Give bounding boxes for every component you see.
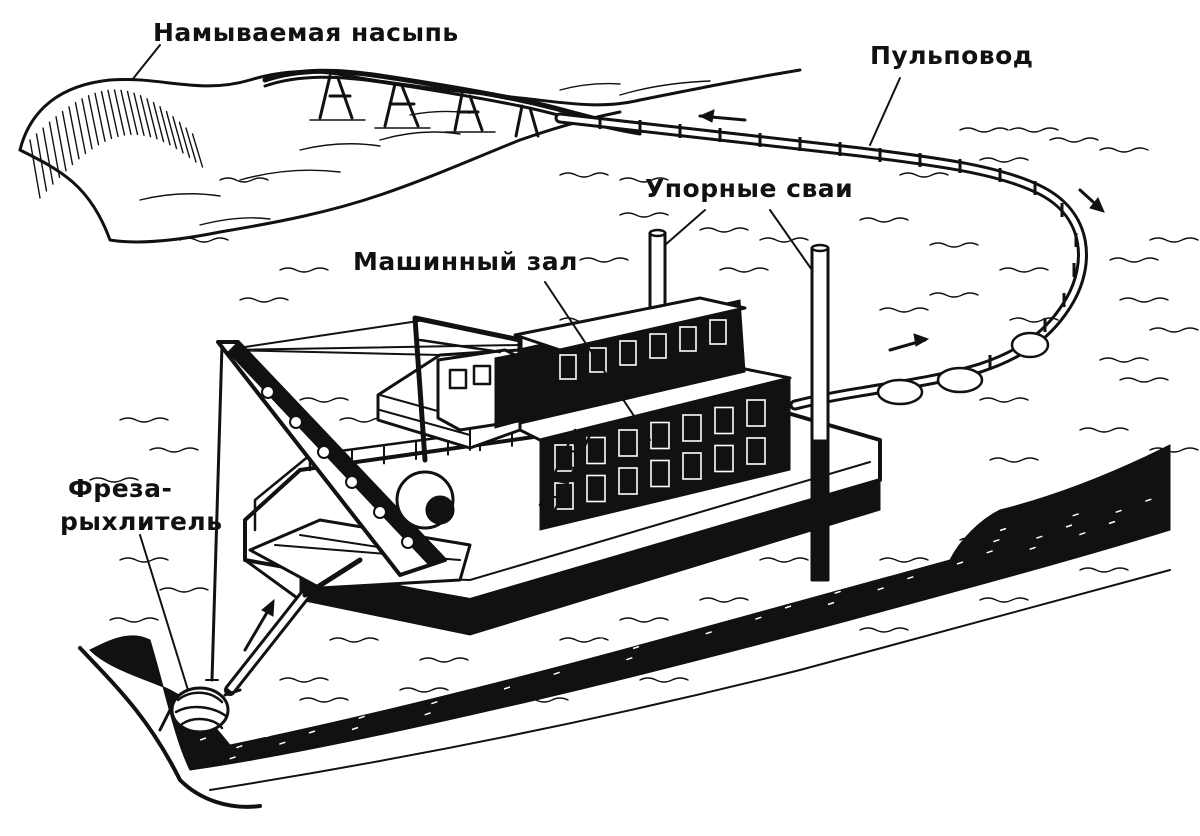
leader-pipeline — [869, 77, 901, 146]
label-cutter-line1: Фреза- — [68, 474, 172, 503]
leader-lines — [131, 44, 901, 691]
leader-pile-1 — [664, 209, 706, 246]
cutter-ladder — [158, 319, 521, 734]
label-piles: Упорные сваи — [645, 174, 853, 203]
engine-room — [376, 296, 792, 531]
leader-cutter — [139, 534, 189, 691]
water-surface — [89, 127, 1199, 703]
leader-pile-2 — [769, 209, 813, 271]
flow-arrow-icon — [243, 598, 275, 652]
label-engine-room: Машинный зал — [353, 247, 578, 276]
pipeline — [554, 112, 1088, 411]
leader-engine-room — [544, 281, 651, 441]
flow-arrow-icon — [1078, 188, 1105, 213]
embankment — [18, 68, 802, 244]
excavation-bank — [78, 444, 1171, 809]
cutter-head — [158, 686, 242, 734]
spud-piles — [648, 228, 830, 582]
label-embankment: Намываемая насыпь — [153, 18, 459, 47]
flow-arrow-icon — [888, 333, 930, 352]
label-pipeline: Пульповод — [870, 41, 1033, 70]
flow-arrow-icon — [698, 109, 747, 123]
leader-embankment — [131, 44, 161, 81]
label-cutter-line2: рыхлитель — [60, 507, 223, 536]
